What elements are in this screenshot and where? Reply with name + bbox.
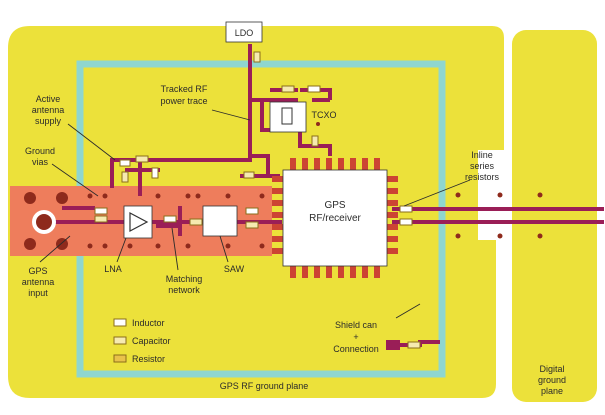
ground-vias xyxy=(24,122,543,250)
tcxo-label: TCXO xyxy=(311,110,336,120)
saw-filter xyxy=(202,205,238,237)
legend-inductor-swatch xyxy=(113,318,127,327)
shield-label-2: + xyxy=(353,332,358,342)
digital-ground-label-1: Digital xyxy=(539,364,564,374)
ground-vias-label-2: vias xyxy=(32,157,49,167)
tracked-rf-label-1: Tracked RF xyxy=(161,84,208,94)
ground-vias-label-1: Ground xyxy=(25,146,55,156)
tcxo-crystal-icon xyxy=(281,107,293,125)
gps-antenna-label-1: GPS xyxy=(28,266,47,276)
inline-label-1: Inline xyxy=(471,150,493,160)
digital-ground-label-3: plane xyxy=(541,386,563,396)
shield-label-3: Connection xyxy=(333,344,379,354)
board-components xyxy=(94,51,421,349)
ldo-box xyxy=(225,21,263,43)
inline-label-3: resistors xyxy=(465,172,500,182)
lna-box xyxy=(123,205,153,239)
gps-chip-label-1: GPS xyxy=(324,200,345,211)
annotations: Tracked RF power trace Active antenna su… xyxy=(22,84,566,396)
legend-resistor-label: Resistor xyxy=(132,354,165,364)
matching-label-2: network xyxy=(168,285,200,295)
active-antenna-label-2: antenna xyxy=(32,105,65,115)
legend-inductor-label: Inductor xyxy=(132,318,165,328)
tracked-rf-label-2: power trace xyxy=(160,96,207,106)
legend: Inductor Capacitor Resistor xyxy=(113,318,171,364)
active-antenna-label-1: Active xyxy=(36,94,61,104)
leader-lines xyxy=(39,109,471,319)
digital-ground-label-2: ground xyxy=(538,375,566,385)
gps-chip xyxy=(282,169,388,267)
active-antenna-label-3: supply xyxy=(35,116,62,126)
gps-chip-pins xyxy=(272,158,398,278)
lna-amplifier-icon xyxy=(129,212,149,232)
saw-label: SAW xyxy=(224,264,245,274)
legend-resistor-swatch xyxy=(113,354,127,363)
gps-antenna-label-3: input xyxy=(28,288,48,298)
shield-label-1: Shield can xyxy=(335,320,377,330)
lna-label: LNA xyxy=(104,264,122,274)
ldo-label: LDO xyxy=(235,28,254,38)
digital-ground-plane xyxy=(512,30,597,402)
legend-capacitor-swatch xyxy=(113,336,127,345)
shield-connection-pad xyxy=(386,340,400,350)
gps-antenna-label-2: antenna xyxy=(22,277,55,287)
rf-ground-plane-label: GPS RF ground plane xyxy=(220,381,309,391)
matching-label-1: Matching xyxy=(166,274,203,284)
legend-capacitor-label: Capacitor xyxy=(132,336,171,346)
tcxo-box xyxy=(269,101,307,133)
gps-chip-label-2: RF/receiver xyxy=(309,213,361,224)
tracked-rf-power-trace xyxy=(110,100,252,188)
antenna-connector xyxy=(32,210,56,234)
inline-label-2: series xyxy=(470,161,495,171)
